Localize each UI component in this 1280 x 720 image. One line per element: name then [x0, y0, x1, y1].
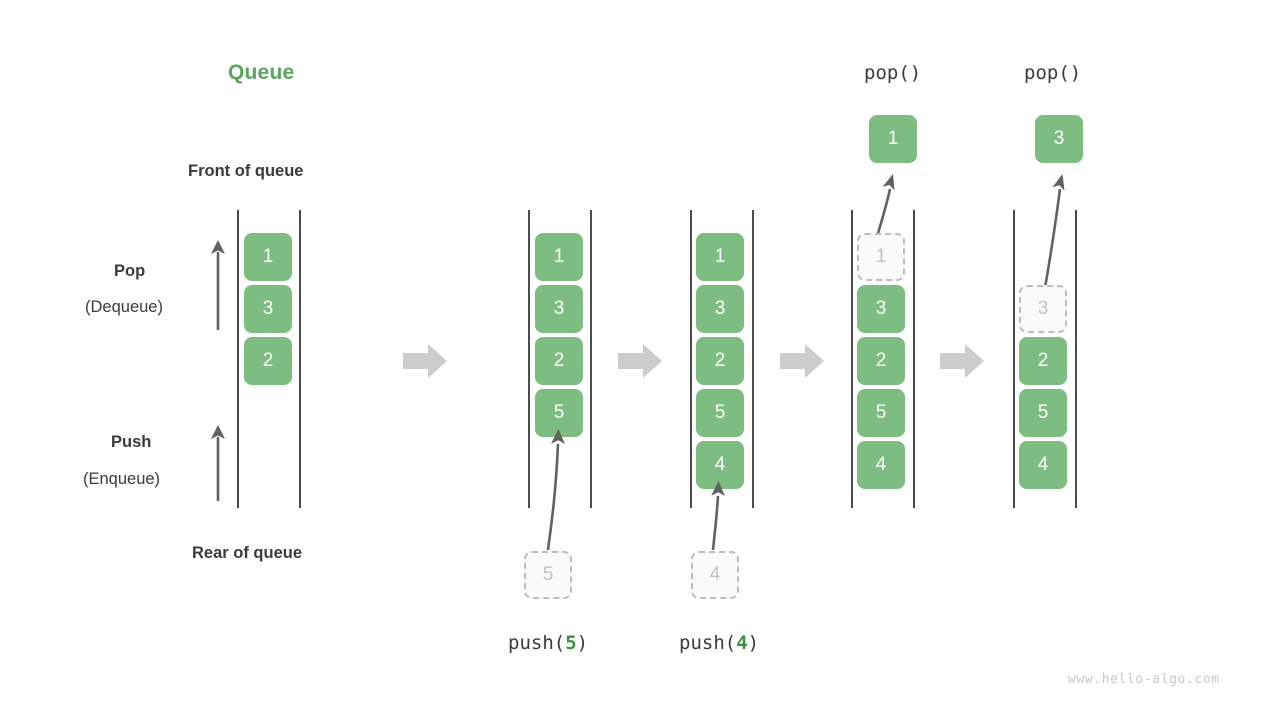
queue-rail-left — [1013, 210, 1015, 508]
queue-rail-right — [1075, 210, 1077, 508]
transition-arrow — [618, 342, 662, 380]
queue-cell: 4 — [1019, 441, 1067, 489]
queue-cell: 2 — [244, 337, 292, 385]
transition-arrow — [403, 342, 447, 380]
popped-cell: 1 — [869, 115, 917, 163]
queue-rail-right — [913, 210, 915, 508]
push-direction-arrow — [204, 423, 232, 501]
queue-cell: 1 — [696, 233, 744, 281]
caption-value: 4 — [736, 632, 748, 654]
queue-rail-right — [590, 210, 592, 508]
queue-cell: 3 — [535, 285, 583, 333]
incoming-ghost-cell: 5 — [524, 551, 572, 599]
pop-operation-label: pop() — [864, 62, 922, 84]
queue-cell-ghost: 3 — [1019, 285, 1067, 333]
push-sublabel: (Enqueue) — [83, 470, 161, 488]
transition-arrow — [940, 342, 984, 380]
pop-sublabel: (Dequeue) — [85, 298, 163, 316]
popped-cell: 3 — [1035, 115, 1083, 163]
push-motion-arrow — [530, 420, 580, 551]
caption-prefix: push( — [508, 632, 566, 654]
queue-cell: 3 — [857, 285, 905, 333]
queue-cell: 5 — [535, 389, 583, 437]
incoming-ghost-cell: 4 — [691, 551, 739, 599]
queue-cell-ghost: 1 — [857, 233, 905, 281]
caption-prefix: push( — [679, 632, 737, 654]
push-motion-arrow — [698, 472, 744, 551]
queue-cell: 4 — [857, 441, 905, 489]
queue-rail-right — [752, 210, 754, 508]
pop-direction-arrow — [204, 238, 232, 330]
queue-cell: 2 — [535, 337, 583, 385]
queue-rail-left — [851, 210, 853, 508]
front-of-queue-label: Front of queue — [188, 162, 304, 180]
queue-cell: 5 — [857, 389, 905, 437]
queue-cell: 2 — [696, 337, 744, 385]
caption-suffix: ) — [747, 632, 760, 654]
pop-operation-label: pop() — [1024, 62, 1082, 84]
watermark: www.hello-algo.com — [1068, 672, 1220, 687]
queue-cell: 2 — [857, 337, 905, 385]
queue-rail-left — [237, 210, 239, 508]
caption-value: 5 — [565, 632, 577, 654]
queue-cell: 5 — [696, 389, 744, 437]
queue-rail-left — [528, 210, 530, 508]
queue-cell: 1 — [535, 233, 583, 281]
queue-rail-right — [299, 210, 301, 508]
push-label: Push — [111, 433, 152, 451]
queue-rail-left — [690, 210, 692, 508]
rear-of-queue-label: Rear of queue — [192, 544, 303, 562]
push-5-caption: push(5) — [508, 632, 588, 654]
transition-arrow — [780, 342, 824, 380]
queue-cell: 2 — [1019, 337, 1067, 385]
caption-suffix: ) — [576, 632, 589, 654]
queue-cell: 3 — [244, 285, 292, 333]
push-4-caption: push(4) — [679, 632, 759, 654]
queue-cell: 5 — [1019, 389, 1067, 437]
queue-cell: 3 — [696, 285, 744, 333]
queue-cell: 4 — [696, 441, 744, 489]
queue-cell: 1 — [244, 233, 292, 281]
diagram-title: Queue — [228, 61, 295, 84]
pop-label: Pop — [114, 262, 146, 280]
